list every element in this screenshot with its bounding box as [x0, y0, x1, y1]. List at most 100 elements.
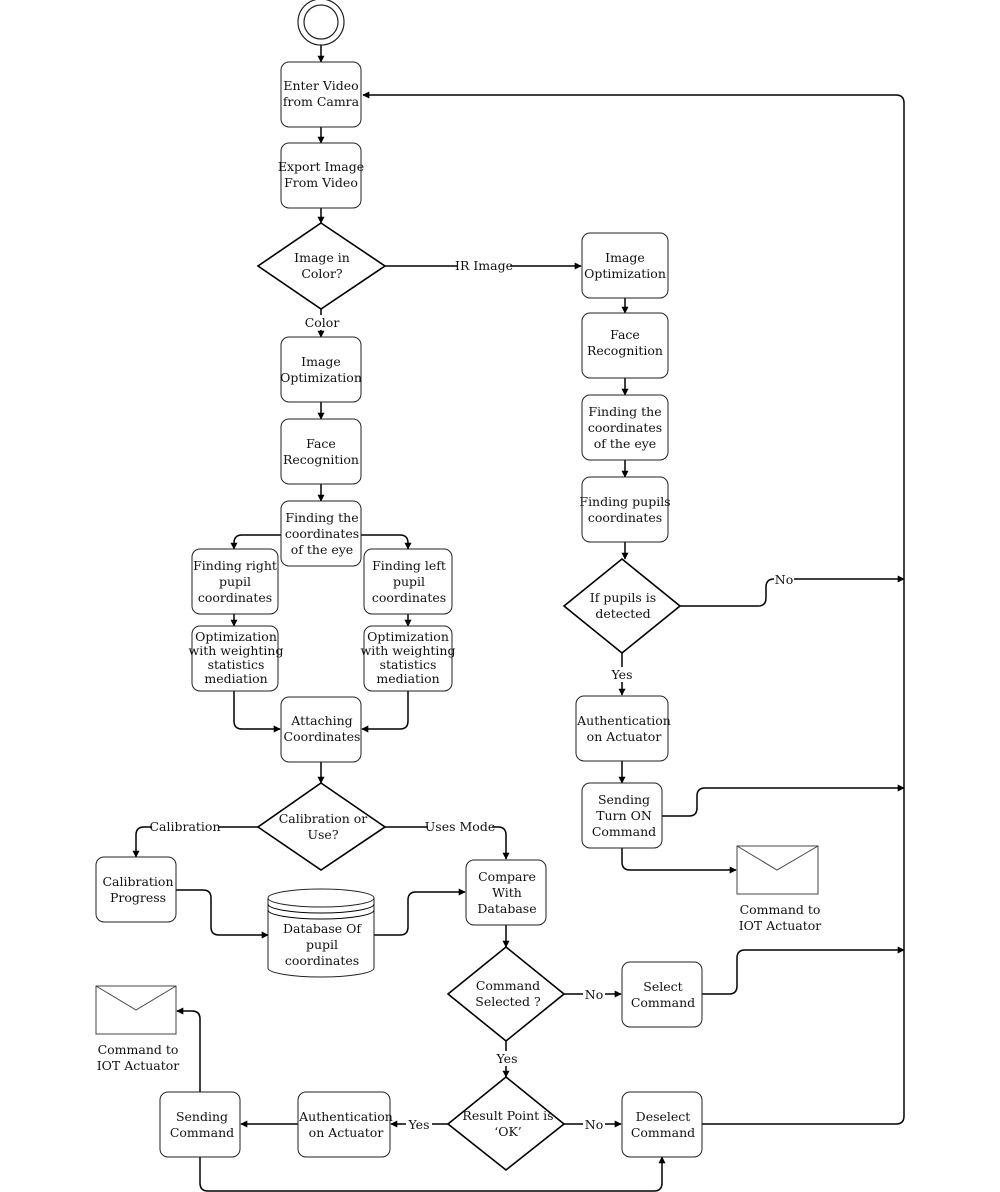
- node-text: from Camra: [283, 94, 360, 109]
- edge-calibration-to-db: [176, 889, 269, 939]
- envelope-caption: Command to: [740, 902, 821, 917]
- node-text: Optimization: [584, 266, 666, 281]
- edge-leye-to-left-pupil: [361, 534, 412, 550]
- node-text: coordinates: [198, 590, 272, 605]
- node-text: statistics: [380, 657, 437, 672]
- edge-label-color: Color: [305, 315, 340, 330]
- edge-decision-to-calibration: [132, 826, 258, 858]
- edge-label-uses-mode: Uses Mode: [425, 819, 495, 834]
- node-text: Result Point is: [462, 1108, 553, 1123]
- edge-sending-on-to-envelope: [621, 848, 737, 874]
- edge-select-to-return: [702, 946, 905, 995]
- node-text: Select: [643, 979, 682, 994]
- edge-sending-to-envelope: [176, 1007, 201, 1092]
- edge-leye-to-right-pupil: [230, 534, 281, 550]
- node-text: Turn ON: [596, 808, 652, 823]
- svg-text:Result Point is‘OK’: Result Point is‘OK’: [462, 1108, 553, 1139]
- node-text: Calibration: [102, 874, 173, 889]
- node-text: Finding left: [372, 558, 446, 573]
- node-text: Finding right: [193, 558, 277, 573]
- node-text: Finding the: [285, 510, 358, 525]
- node-text: Progress: [110, 890, 166, 905]
- node-text: Image: [605, 250, 645, 265]
- node-text: mediation: [376, 671, 439, 686]
- node-text: Optimization: [195, 629, 277, 644]
- node-text: of the eye: [594, 436, 656, 451]
- node-text: Optimization: [367, 629, 449, 644]
- node-text: Authentication: [298, 1109, 393, 1124]
- node-text: with weighting: [361, 643, 456, 658]
- start-node: [297, 0, 345, 46]
- node-text: coordinates: [285, 953, 359, 968]
- edge-label-yes-pupils: Yes: [611, 667, 633, 682]
- node-text: mediation: [204, 671, 267, 686]
- edge-label-calibration: Calibration: [149, 819, 220, 834]
- edge-label-yes-command: Yes: [496, 1051, 518, 1066]
- node-text: Recognition: [283, 452, 359, 467]
- edge-sending-on-to-return: [662, 784, 905, 817]
- node-text: Sending: [176, 1109, 228, 1124]
- node-text: coordinates: [588, 510, 662, 525]
- edge-label-no-pupils: No: [775, 572, 793, 587]
- edge-db-to-compare: [374, 888, 466, 936]
- edge-opt-right-to-attach: [233, 691, 281, 733]
- node-text: pupil: [219, 574, 251, 589]
- node-text: With: [492, 885, 522, 900]
- edge-decision-to-uses-mode: [385, 826, 510, 860]
- envelope-caption: Command to: [98, 1042, 179, 1057]
- node-text: Export Image: [278, 159, 364, 174]
- node-text: coordinates: [588, 420, 662, 435]
- edge-opt-left-to-attach: [361, 691, 409, 733]
- node-text: pupil: [306, 937, 338, 952]
- node-text: Command: [170, 1125, 234, 1140]
- node-text: Enter Video: [283, 78, 358, 93]
- node-text: on Actuator: [587, 729, 662, 744]
- node-text: Coordinates: [284, 729, 361, 744]
- node-text: Use?: [307, 827, 338, 842]
- node-text: Color?: [301, 266, 343, 281]
- connectors: [132, 44, 905, 1192]
- edge-label-ir-image: IR Image: [455, 258, 513, 273]
- node-text: Attaching: [290, 713, 352, 728]
